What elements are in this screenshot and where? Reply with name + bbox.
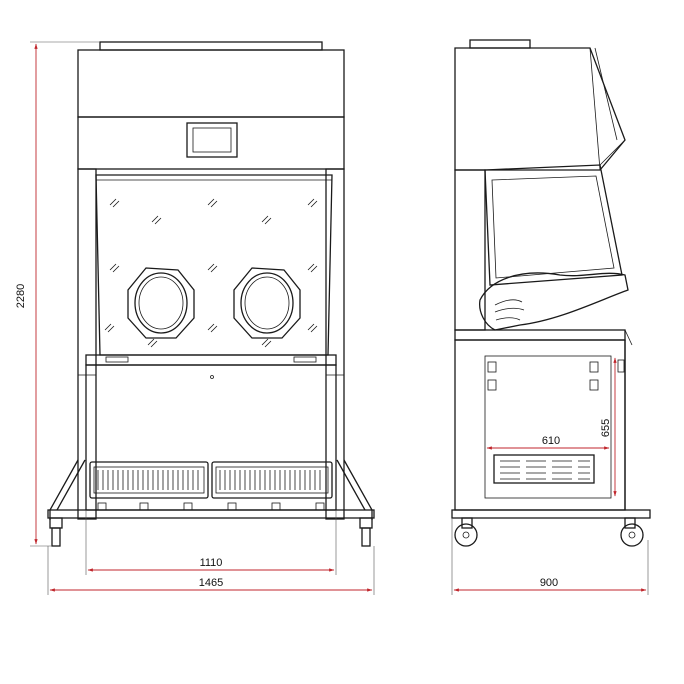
side-depth-label: 900 bbox=[540, 577, 558, 589]
front-base-cabinet bbox=[85, 364, 337, 511]
left-glove-port bbox=[127, 267, 195, 339]
side-top-housing bbox=[454, 47, 626, 171]
front-top-housing bbox=[77, 49, 345, 118]
dimension-lines bbox=[30, 41, 649, 595]
front-brackets bbox=[97, 502, 325, 511]
side-rear-caster bbox=[454, 517, 478, 547]
glove-arm-outline bbox=[479, 272, 629, 331]
front-right-post bbox=[325, 168, 345, 520]
side-base-rail bbox=[451, 509, 651, 519]
side-vent-grille bbox=[493, 454, 595, 484]
front-right-leg bbox=[343, 459, 373, 520]
side-view bbox=[451, 39, 651, 547]
front-work-sill bbox=[85, 354, 337, 366]
inner-height-label: 655 bbox=[600, 419, 612, 437]
inner-width-label: 1110 bbox=[200, 557, 223, 569]
height-label: 2280 bbox=[15, 284, 27, 308]
front-left-post bbox=[77, 168, 97, 520]
front-control-band bbox=[77, 116, 345, 170]
front-right-caster bbox=[359, 517, 373, 547]
front-vent-grille-left bbox=[89, 461, 209, 499]
front-vent-grille-right bbox=[211, 461, 333, 499]
side-inner-chamber bbox=[484, 355, 612, 499]
front-left-caster bbox=[49, 517, 63, 547]
front-glass-window bbox=[95, 174, 333, 356]
right-glove-port bbox=[233, 267, 301, 339]
side-work-surface bbox=[454, 329, 626, 341]
side-back-wall bbox=[454, 169, 486, 331]
side-front-caster bbox=[620, 517, 644, 547]
front-base-rail bbox=[47, 509, 375, 519]
front-view bbox=[47, 41, 375, 547]
inner-depth-label: 610 bbox=[542, 435, 560, 447]
glass-hatch-marks bbox=[104, 198, 318, 348]
front-left-leg bbox=[49, 459, 79, 520]
total-width-label: 1465 bbox=[199, 577, 223, 589]
side-window-sash bbox=[484, 164, 623, 286]
control-display bbox=[186, 122, 238, 158]
